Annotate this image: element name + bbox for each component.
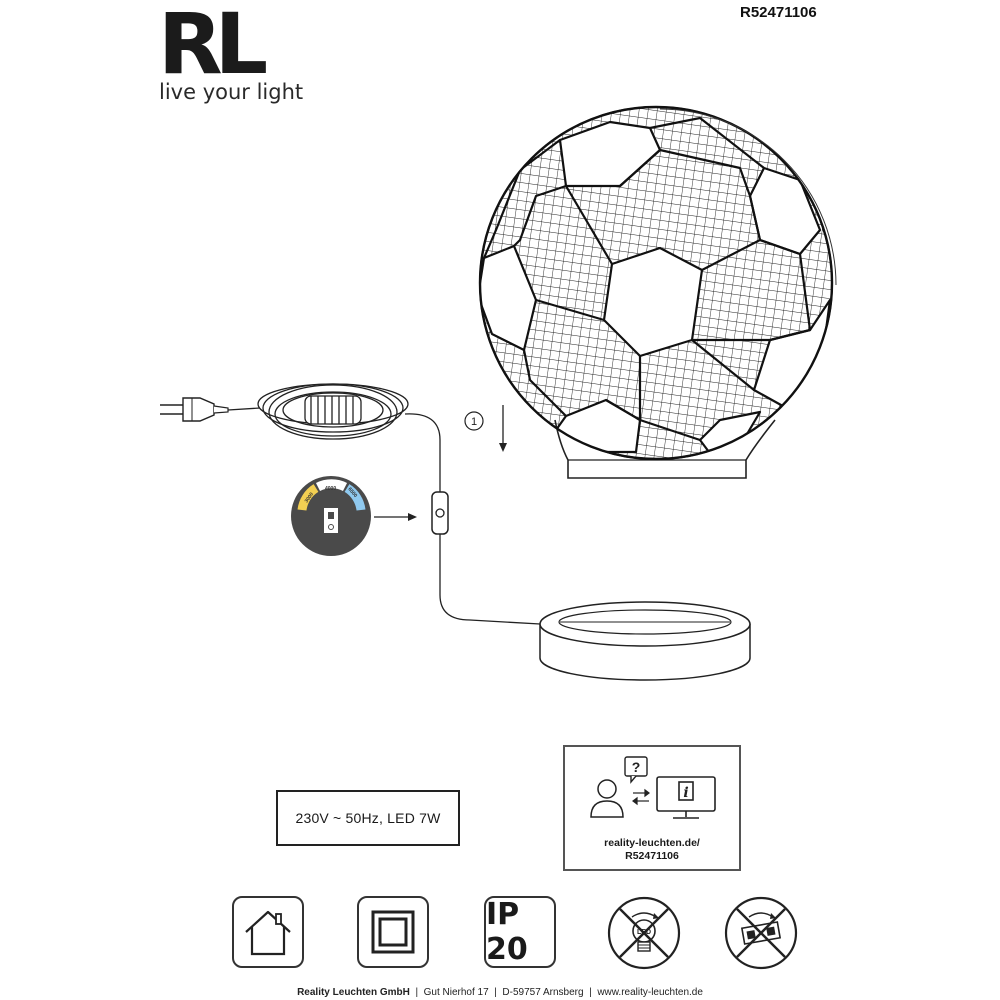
info-url-line2: R52471106	[625, 850, 679, 862]
footer-separator: |	[589, 987, 592, 998]
support-illustration: ? i	[590, 756, 716, 819]
indoor-use-badge	[232, 896, 304, 968]
footer-address: Gut Nierhof 17	[423, 987, 489, 998]
right-arrow-icon	[374, 513, 417, 521]
info-url-line1: reality-leuchten.de/	[604, 837, 700, 849]
person-icon	[590, 779, 624, 818]
led-bulb-crossed-icon: LED	[607, 896, 681, 970]
cable-coil	[227, 383, 441, 492]
down-arrow-icon	[499, 405, 507, 452]
protection-class-badge	[357, 896, 429, 968]
brand-logo: RL	[158, 0, 268, 93]
ip-rating-badge: IP 20	[484, 896, 556, 968]
footer-separator: |	[415, 987, 419, 998]
footer-company: Reality Leuchten GmbH	[297, 987, 410, 998]
power-plug-icon	[160, 397, 229, 422]
brand-tagline: live your light	[159, 80, 304, 104]
house-icon	[245, 910, 291, 956]
led-base	[539, 601, 751, 681]
question-bubble-icon: ?	[624, 756, 648, 784]
exchange-arrows-icon	[632, 788, 650, 806]
inline-switch	[431, 491, 541, 625]
soccer-ball	[478, 105, 837, 461]
temp-label-3000: 3000	[304, 491, 315, 504]
color-temperature-dial-icon: 3000 4000 6500	[291, 476, 371, 556]
temp-label-6500: 6500	[346, 486, 358, 499]
svg-text:i: i	[683, 785, 688, 801]
electrical-specs: 230V ~ 50Hz, LED 7W	[276, 790, 460, 846]
step-number: 1	[471, 416, 477, 428]
temp-label-4000: 4000	[325, 486, 336, 492]
footer: Reality Leuchten GmbH | Gut Nierhof 17 |…	[0, 987, 1000, 998]
footer-city: D-59757 Arnsberg	[502, 987, 584, 998]
ip-rating: IP 20	[486, 897, 528, 967]
footer-website[interactable]: www.reality-leuchten.de	[597, 987, 703, 998]
step-marker: 1	[464, 411, 484, 431]
product-diagram: 1 3000	[160, 105, 837, 681]
driver-crossed-icon	[724, 896, 798, 970]
monitor-info-icon: i	[656, 776, 716, 819]
info-box: ? i reality-leuchten.de/ R52471106	[563, 745, 741, 871]
article-number: R52471106	[740, 4, 817, 21]
footer-separator: |	[494, 987, 497, 998]
info-url[interactable]: reality-leuchten.de/ R52471106	[565, 837, 739, 863]
double-square-icon	[371, 910, 415, 954]
svg-text:?: ?	[632, 759, 641, 775]
spec-text: 230V ~ 50Hz, LED 7W	[295, 810, 441, 826]
